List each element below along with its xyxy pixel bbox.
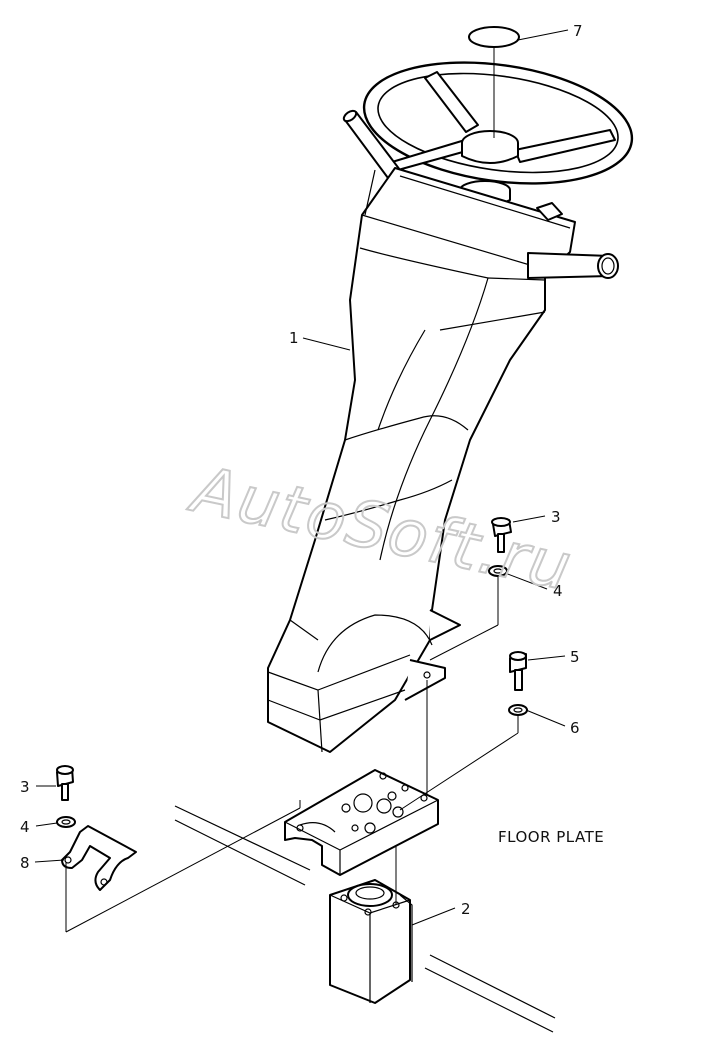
callout-leaders	[34, 29, 569, 926]
callout-1: 1	[289, 329, 299, 347]
callout-4-right: 4	[553, 582, 563, 600]
steering-unit	[329, 879, 413, 1004]
floor-plate	[284, 769, 439, 876]
callout-6: 6	[570, 719, 580, 737]
callout-5: 5	[570, 648, 580, 666]
bolt-3-left	[56, 765, 74, 801]
washer-4-right	[488, 565, 508, 577]
callout-7: 7	[573, 22, 583, 40]
washer-6	[508, 704, 528, 716]
callout-2: 2	[461, 900, 471, 918]
callout-3-right: 3	[551, 508, 561, 526]
right-handle	[527, 202, 619, 279]
callout-3-left: 3	[20, 778, 30, 796]
bolt-5	[509, 651, 527, 691]
bolt-3-right	[491, 517, 512, 553]
callout-8: 8	[20, 854, 30, 872]
floor-plate-label: FLOOR PLATE	[498, 828, 604, 846]
steering-column-housing	[267, 167, 576, 753]
column-bracket	[404, 609, 461, 701]
mounting-bracket	[61, 825, 137, 891]
assembly-lines	[65, 47, 519, 933]
horn-cap	[468, 26, 520, 48]
callout-4-left: 4	[20, 818, 30, 836]
bracket-hole	[423, 671, 431, 679]
washer-4-left	[56, 816, 76, 828]
